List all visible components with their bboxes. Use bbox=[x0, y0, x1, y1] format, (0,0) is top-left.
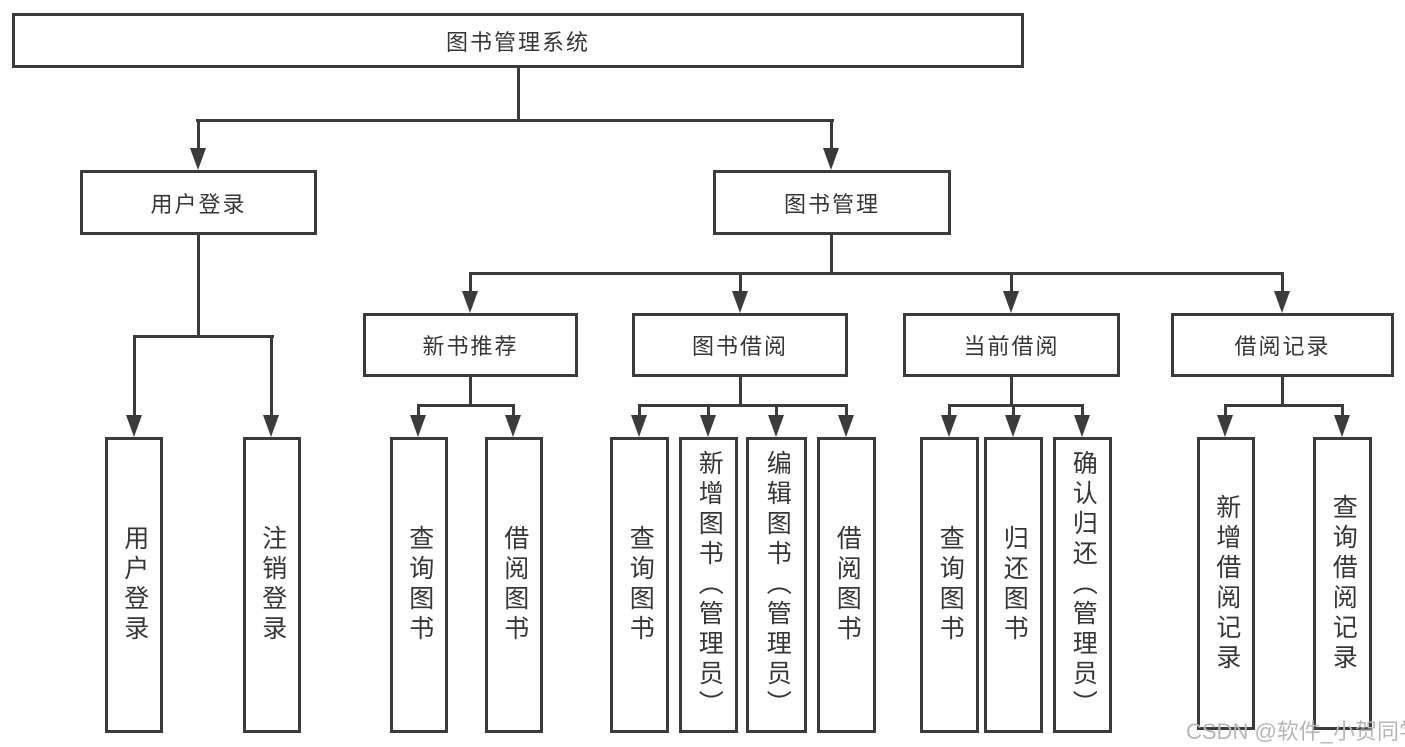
connector-line bbox=[739, 377, 742, 407]
node-library-system: 图书管理系统 bbox=[12, 13, 1024, 68]
node-user-login-label: 用户登录 bbox=[150, 191, 247, 217]
node-book-management-label: 图书管理 bbox=[783, 191, 880, 217]
arrow-down-icon bbox=[823, 148, 839, 170]
connector-line bbox=[1281, 272, 1284, 292]
arrow-down-icon bbox=[768, 415, 784, 437]
leaf-confirm-return-admin: 确认归还（管理员） bbox=[1053, 437, 1112, 733]
arrow-down-icon bbox=[838, 415, 854, 437]
leaf-query-books-recommend: 查询图书 bbox=[390, 437, 448, 733]
node-borrow-records-label: 借阅记录 bbox=[1234, 334, 1331, 359]
leaf-user-login-label: 用户登录 bbox=[120, 525, 149, 645]
node-current-borrowing-label: 当前借阅 bbox=[963, 334, 1060, 359]
connector-line bbox=[517, 66, 520, 120]
leaf-query-borrow-record: 查询借阅记录 bbox=[1313, 437, 1372, 730]
leaf-query-books-current: 查询图书 bbox=[920, 437, 979, 733]
arrow-down-icon bbox=[505, 415, 521, 437]
connector-line bbox=[133, 335, 274, 338]
leaf-query-books-recommend-label: 查询图书 bbox=[405, 525, 434, 645]
leaf-query-borrow-record-label: 查询借阅记录 bbox=[1329, 493, 1358, 674]
leaf-add-books-admin: 新增图书（管理员） bbox=[679, 437, 738, 733]
connector-line bbox=[638, 404, 848, 407]
connector-line bbox=[196, 119, 834, 122]
arrow-down-icon bbox=[1003, 291, 1019, 313]
node-user-login: 用户登录 bbox=[80, 170, 317, 235]
connector-line bbox=[469, 272, 1283, 275]
connector-line bbox=[1010, 377, 1013, 407]
connector-line bbox=[739, 272, 742, 292]
leaf-borrow-books-label: 借阅图书 bbox=[833, 525, 862, 645]
node-current-borrowing: 当前借阅 bbox=[903, 313, 1120, 377]
leaf-borrow-books-recommend: 借阅图书 bbox=[485, 437, 543, 733]
connector-line bbox=[830, 235, 833, 275]
leaf-logout: 注销登录 bbox=[243, 437, 301, 733]
node-new-book-recommendation: 新书推荐 bbox=[363, 313, 578, 377]
watermark: CSDN @软件_小贺同学 bbox=[1186, 719, 1405, 744]
arrow-down-icon bbox=[263, 415, 279, 437]
leaf-edit-books-admin-label: 编辑图书（管理员） bbox=[763, 450, 792, 720]
node-borrow-records: 借阅记录 bbox=[1171, 313, 1394, 377]
connector-line bbox=[197, 235, 200, 336]
leaf-query-books-borrowing: 查询图书 bbox=[610, 437, 669, 733]
node-library-system-label: 图书管理系统 bbox=[445, 29, 590, 55]
connector-line bbox=[1012, 404, 1015, 418]
connector-line bbox=[133, 335, 136, 415]
leaf-query-books-borrowing-label: 查询图书 bbox=[626, 525, 655, 645]
node-book-borrowing: 图书借阅 bbox=[632, 313, 848, 377]
node-book-borrowing-label: 图书借阅 bbox=[691, 334, 788, 359]
arrow-down-icon bbox=[631, 415, 647, 437]
leaf-return-books-label: 归还图书 bbox=[1000, 525, 1029, 645]
connector-line bbox=[1281, 377, 1284, 407]
arrow-down-icon bbox=[1334, 415, 1350, 437]
leaf-add-borrow-record-label: 新增借阅记录 bbox=[1212, 493, 1241, 674]
arrow-down-icon bbox=[1074, 415, 1090, 437]
leaf-confirm-return-admin-label: 确认归还（管理员） bbox=[1069, 450, 1098, 720]
arrow-down-icon bbox=[462, 291, 478, 313]
connector-line bbox=[469, 272, 472, 292]
connector-line bbox=[1224, 404, 1227, 418]
connector-line bbox=[948, 404, 1084, 407]
arrow-down-icon bbox=[1005, 415, 1021, 437]
connector-line bbox=[638, 404, 641, 418]
connector-line bbox=[707, 404, 710, 418]
arrow-down-icon bbox=[410, 415, 426, 437]
connector-line bbox=[948, 404, 951, 418]
node-book-management: 图书管理 bbox=[713, 170, 951, 235]
connector-line bbox=[469, 377, 472, 407]
connector-line bbox=[197, 119, 200, 150]
connector-line bbox=[1081, 404, 1084, 418]
leaf-borrow-books-recommend-label: 借阅图书 bbox=[500, 525, 529, 645]
leaf-query-books-current-label: 查询图书 bbox=[936, 525, 965, 645]
connector-line bbox=[417, 404, 515, 407]
connector-line bbox=[775, 404, 778, 418]
leaf-logout-label: 注销登录 bbox=[258, 525, 287, 645]
connector-line bbox=[845, 404, 848, 418]
arrow-down-icon bbox=[732, 291, 748, 313]
leaf-return-books: 归还图书 bbox=[984, 437, 1043, 733]
arrow-down-icon bbox=[126, 415, 142, 437]
arrow-down-icon bbox=[1274, 291, 1290, 313]
leaf-edit-books-admin: 编辑图书（管理员） bbox=[746, 437, 807, 733]
arrow-down-icon bbox=[1217, 415, 1233, 437]
connector-line bbox=[830, 119, 833, 150]
connector-line bbox=[1010, 272, 1013, 292]
connector-line bbox=[417, 404, 420, 418]
arrow-down-icon bbox=[941, 415, 957, 437]
arrow-down-icon bbox=[190, 148, 206, 170]
leaf-borrow-books: 借阅图书 bbox=[817, 437, 876, 733]
node-new-book-recommendation-label: 新书推荐 bbox=[422, 334, 519, 359]
connector-line bbox=[270, 335, 273, 415]
leaf-add-books-admin-label: 新增图书（管理员） bbox=[695, 450, 724, 720]
leaf-user-login: 用户登录 bbox=[105, 437, 163, 733]
connector-line bbox=[1224, 404, 1343, 407]
connector-line bbox=[1341, 404, 1344, 418]
arrow-down-icon bbox=[700, 415, 716, 437]
leaf-add-borrow-record: 新增借阅记录 bbox=[1197, 437, 1255, 730]
connector-line bbox=[512, 404, 515, 418]
